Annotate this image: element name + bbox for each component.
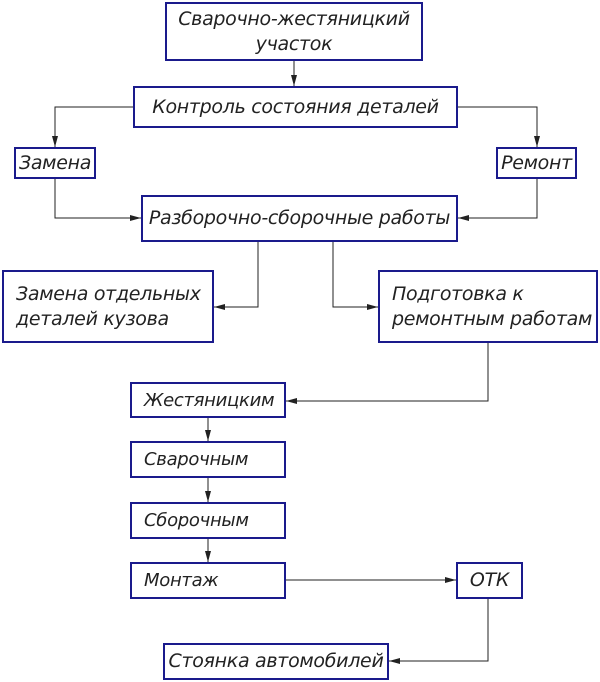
node-welding-label: Сварочным bbox=[144, 449, 249, 470]
node-repair-preparation-label: Подготовка к ремонтным работам bbox=[392, 282, 592, 330]
node-mounting: Монтаж bbox=[130, 562, 286, 599]
edge-repair-to-disassembly bbox=[458, 179, 538, 221]
node-disassembly-assembly: Разборочно-сборочные работы bbox=[141, 195, 458, 242]
node-mounting-label: Монтаж bbox=[144, 570, 219, 591]
node-repair-preparation: Подготовка к ремонтным работам bbox=[378, 270, 598, 343]
edge-control-to-repair bbox=[458, 106, 540, 147]
node-replacement-label: Замена bbox=[18, 151, 92, 174]
node-welding-section-label: Сварочно-жестяницкий участок bbox=[178, 7, 410, 55]
edge-preparation-to-tinsmith bbox=[286, 343, 489, 404]
edge-qc-to-parking bbox=[389, 599, 489, 664]
node-parts-condition-control: Контроль состояния деталей bbox=[133, 86, 458, 128]
node-repair: Ремонт bbox=[496, 147, 577, 179]
node-assembly: Сборочным bbox=[130, 502, 286, 539]
edge-welding-to-assembly bbox=[205, 478, 211, 502]
node-parking-label: Стоянка автомобилей bbox=[168, 650, 384, 672]
node-body-parts-replacement: Замена отдельных деталей кузова bbox=[2, 270, 214, 343]
edge-replacement-to-disassembly bbox=[54, 179, 141, 221]
node-tinsmith-label: Жестяницким bbox=[144, 389, 275, 411]
edge-disassembly-to-body-parts bbox=[214, 242, 259, 310]
node-repair-label: Ремонт bbox=[501, 151, 572, 174]
node-qc-label: ОТК bbox=[469, 569, 510, 591]
node-welding-section: Сварочно-жестяницкий участок bbox=[165, 2, 423, 61]
node-tinsmith: Жестяницким bbox=[130, 382, 286, 418]
node-welding: Сварочным bbox=[130, 441, 286, 478]
node-parts-condition-control-label: Контроль состояния деталей bbox=[152, 95, 439, 118]
node-body-parts-replacement-label: Замена отдельных деталей кузова bbox=[16, 282, 201, 330]
edge-assembly-to-mounting bbox=[205, 539, 211, 562]
edge-control-to-replacement bbox=[52, 106, 133, 147]
node-qc: ОТК bbox=[456, 562, 523, 599]
node-parking: Стоянка автомобилей bbox=[163, 643, 389, 680]
node-disassembly-assembly-label: Разборочно-сборочные работы bbox=[148, 207, 451, 229]
node-replacement: Замена bbox=[14, 147, 96, 179]
edge-welding-section-to-control bbox=[291, 61, 297, 86]
edge-mounting-to-qc bbox=[286, 577, 456, 583]
edge-tinsmith-to-welding bbox=[205, 418, 211, 441]
edge-disassembly-to-preparation bbox=[332, 242, 378, 310]
node-assembly-label: Сборочным bbox=[144, 510, 249, 531]
